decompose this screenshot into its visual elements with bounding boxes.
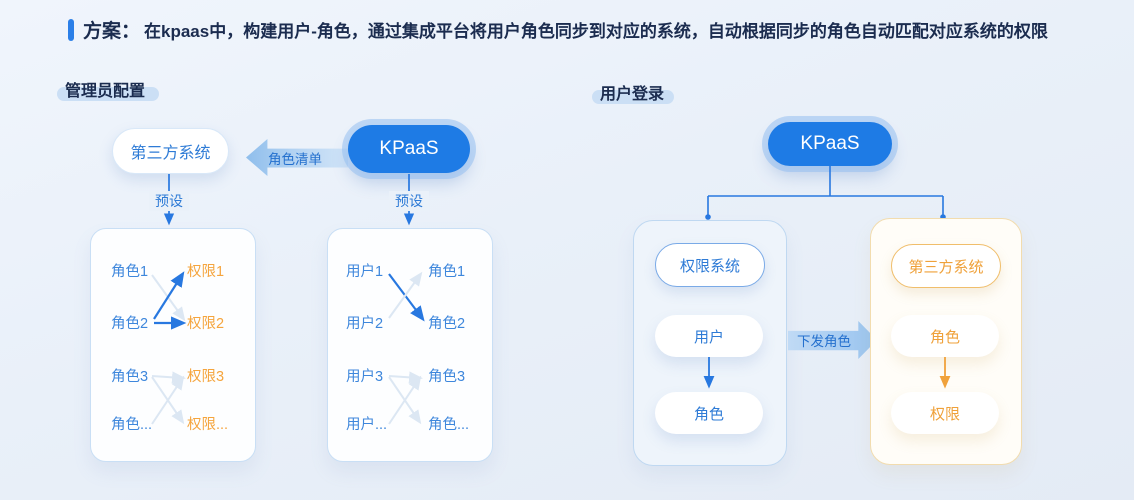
dispatch-role-arrow-label: 下发角色 xyxy=(797,334,851,349)
role-item: 角色... xyxy=(111,417,153,433)
role-item: 角色1 xyxy=(428,264,466,280)
title-text: 在kpaas中，构建用户-角色，通过集成平台将用户角色同步到对应的系统，自动根据… xyxy=(144,22,1048,41)
user-item: 用户1 xyxy=(346,264,384,280)
role-permission-mapping-arrows xyxy=(151,271,187,425)
dispatch-role-arrow: 下发角色 xyxy=(788,321,877,359)
kpaas-node-login: KPaaS xyxy=(768,122,892,166)
role-node-orange: 角色 xyxy=(891,315,999,357)
user-role-box: 用户1 用户2 用户3 用户... 角色1 角色2 角色3 角色... xyxy=(327,228,493,462)
role-permission-box: 角色1 角色2 角色3 角色... 权限1 权限2 权限3 权限... xyxy=(90,228,256,462)
preset-label-right: 预设 xyxy=(389,191,429,211)
permission-item: 权限2 xyxy=(187,316,225,332)
role-item: 角色3 xyxy=(111,369,149,385)
title-accent-bar xyxy=(68,18,74,41)
login-section-header: 用户登录 xyxy=(600,86,665,103)
user-node: 用户 xyxy=(655,315,763,357)
third-party-system-node-login: 第三方系统 xyxy=(891,244,1001,288)
role-item: 角色2 xyxy=(111,316,149,332)
user-item: 用户... xyxy=(346,417,388,433)
admin-section-header: 管理员配置 xyxy=(65,83,146,100)
permission-system-node: 权限系统 xyxy=(655,243,765,287)
kpaas-node-admin: KPaaS xyxy=(348,125,470,173)
role-node-blue: 角色 xyxy=(655,392,763,434)
login-header-highlight xyxy=(592,90,674,104)
role-item: 角色3 xyxy=(428,369,466,385)
permission-item: 权限... xyxy=(187,417,229,433)
permission-item: 权限1 xyxy=(187,264,225,280)
user-item: 用户2 xyxy=(346,316,384,332)
role-item: 角色1 xyxy=(111,264,149,280)
user-to-role-arrow xyxy=(703,357,715,389)
user-item: 用户3 xyxy=(346,369,384,385)
role-item: 角色... xyxy=(428,417,470,433)
user-role-mapping-arrows xyxy=(388,271,425,425)
third-party-system-node: 第三方系统 xyxy=(112,128,229,174)
permission-item: 权限3 xyxy=(187,369,225,385)
role-list-arrow: 角色清单 xyxy=(246,139,348,176)
page-title: 方案： 在kpaas中，构建用户-角色，通过集成平台将用户角色同步到对应的系统，… xyxy=(68,16,1048,43)
role-to-permission-arrow xyxy=(939,357,951,389)
permission-node-orange: 权限 xyxy=(891,392,999,434)
preset-label-left: 预设 xyxy=(149,191,189,211)
admin-header-highlight xyxy=(57,87,159,101)
role-list-arrow-label: 角色清单 xyxy=(268,151,322,167)
role-item: 角色2 xyxy=(428,316,466,332)
title-prefix: 方案： xyxy=(83,21,141,42)
